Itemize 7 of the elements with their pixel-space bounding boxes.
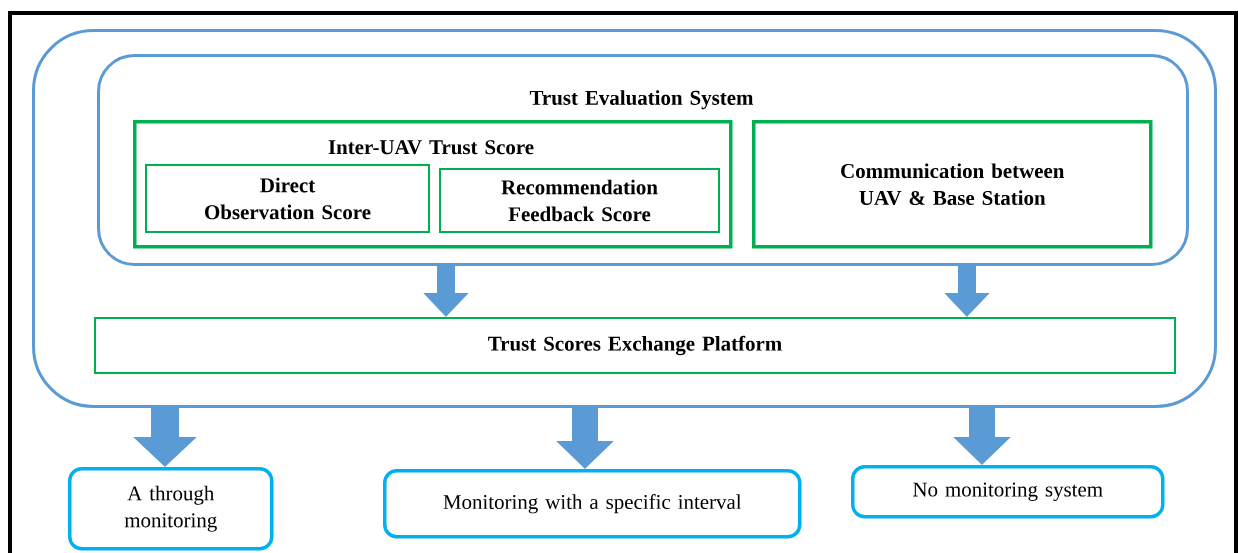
score-box: Recommendation Feedback Score (439, 168, 720, 233)
communication-box: Communication between UAV & Base Station (752, 120, 1153, 249)
outcome-box: No monitoring system (851, 465, 1165, 519)
score-box: Direct Observation Score (145, 164, 430, 233)
platform-box: Trust Scores Exchange Platform (94, 317, 1176, 374)
outcome-box: Monitoring with a specific interval (383, 469, 802, 539)
outcome-box: A through monitoring (68, 467, 274, 551)
